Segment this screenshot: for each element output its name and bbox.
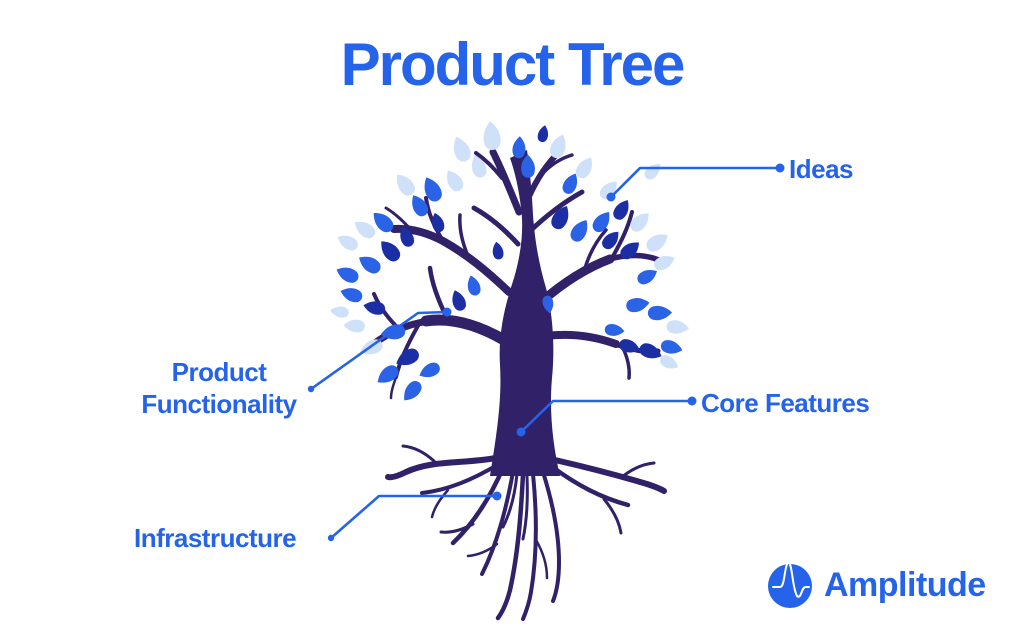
leaf — [404, 381, 422, 401]
leaf — [626, 298, 650, 313]
leaf — [570, 220, 588, 242]
leaf — [396, 174, 415, 196]
leaf — [644, 163, 661, 180]
leaf — [542, 295, 554, 314]
leaf — [483, 121, 501, 151]
leaf — [512, 136, 526, 159]
amplitude-wordmark: Amplitude — [824, 566, 986, 604]
leaf — [604, 324, 625, 336]
line-endpoint-dot — [307, 385, 315, 393]
line-endpoint-dot — [516, 427, 526, 437]
leaf — [363, 301, 386, 315]
leaf — [620, 242, 640, 260]
page-title: Product Tree — [340, 31, 686, 98]
leaf — [337, 235, 358, 251]
leaf — [660, 355, 679, 369]
leaf — [551, 206, 569, 230]
leader-line-core-features — [516, 396, 697, 437]
leaf — [412, 195, 429, 217]
leaf — [639, 343, 662, 359]
leaf — [424, 177, 442, 202]
leaf — [619, 339, 640, 353]
leader-line-infrastructure — [327, 491, 502, 542]
leaf — [660, 340, 683, 354]
leaf — [471, 155, 487, 178]
leaf — [637, 269, 658, 285]
tree-trunk — [490, 150, 560, 476]
line-endpoint-dot — [327, 534, 335, 542]
leaf — [549, 134, 566, 159]
leaf — [343, 319, 365, 333]
leaf — [432, 212, 445, 233]
tree-roots — [385, 444, 667, 621]
leaf — [330, 306, 349, 318]
leaf — [647, 305, 673, 321]
leaf — [452, 290, 466, 311]
leaf — [340, 288, 363, 303]
leaf — [381, 241, 401, 262]
label-ideas: Ideas — [789, 154, 854, 184]
leader-line-ideas — [606, 163, 785, 202]
leaf — [575, 157, 592, 179]
amplitude-waveform-icon — [768, 560, 812, 608]
leaf — [654, 256, 675, 271]
leaf — [521, 154, 535, 178]
leaf — [359, 256, 381, 274]
leaf — [592, 211, 610, 233]
leaf — [419, 362, 440, 378]
leaf — [453, 136, 471, 162]
leaf — [537, 125, 549, 143]
line-endpoint-dot — [492, 491, 502, 501]
label-product-functionality: Product Functionality — [141, 357, 297, 419]
leaf — [562, 173, 578, 194]
leaf — [336, 267, 359, 283]
leaf — [666, 320, 690, 334]
leaf — [354, 221, 376, 239]
leader-line-product-functionality — [307, 307, 452, 393]
leaf — [373, 212, 394, 233]
leaf — [492, 241, 504, 260]
label-infrastructure: Infrastructure — [134, 523, 297, 553]
label-core-features: Core Features — [701, 388, 870, 418]
leaf — [447, 170, 464, 192]
line-endpoint-dot — [606, 192, 616, 202]
leaf — [602, 231, 619, 250]
leaf — [613, 200, 629, 220]
leaf — [467, 275, 481, 296]
leaf — [630, 213, 649, 232]
leaf — [646, 234, 668, 252]
tree-leaves — [330, 121, 690, 401]
leaf — [400, 226, 415, 247]
line-endpoint-dot — [442, 307, 452, 317]
line-endpoint-dot — [687, 396, 697, 406]
leaf — [377, 365, 399, 383]
leaf — [396, 348, 419, 366]
line-endpoint-dot — [775, 163, 785, 173]
